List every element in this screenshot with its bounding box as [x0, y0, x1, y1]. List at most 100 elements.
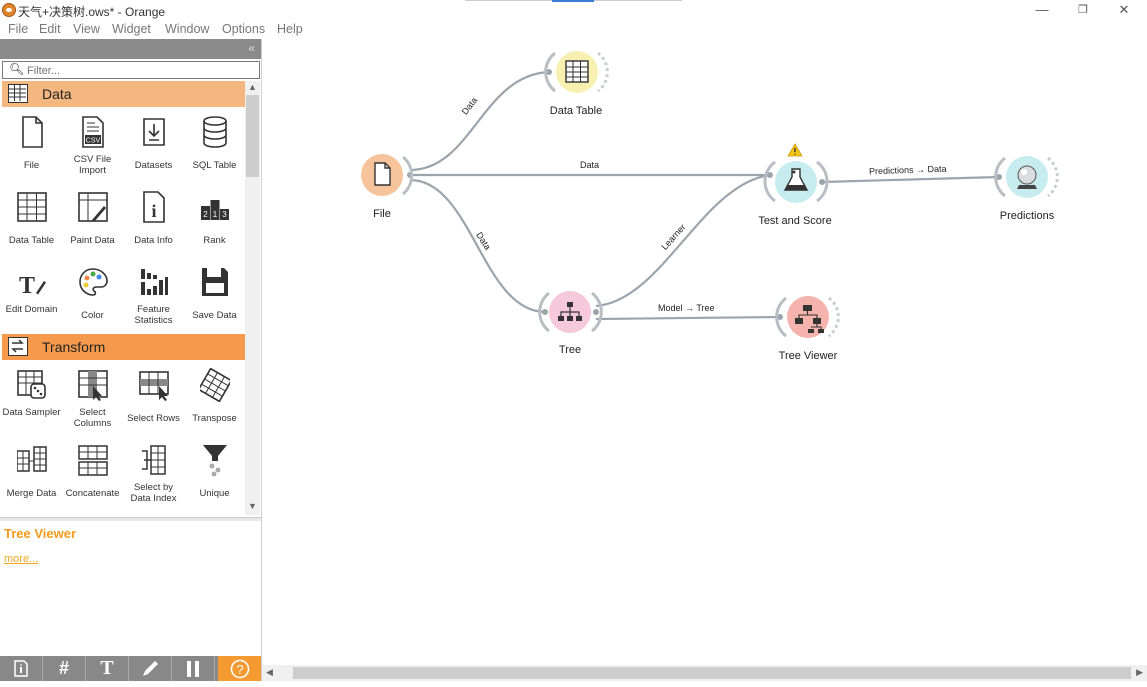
widget-label: Select by Data Index — [130, 482, 177, 504]
svg-text:3: 3 — [222, 210, 227, 219]
widget-sql-table[interactable]: SQL Table — [184, 109, 245, 184]
scroll-right-arrow-icon[interactable]: ▶ — [1136, 667, 1143, 677]
node-tree[interactable] — [538, 291, 603, 333]
table-icon — [8, 84, 28, 103]
toolbox-header: « — [0, 39, 261, 59]
scroll-left-arrow-icon[interactable]: ◀ — [266, 667, 273, 677]
text-icon: T — [100, 657, 114, 679]
node-test-and-score[interactable] — [763, 143, 829, 203]
widget-datasets[interactable]: Datasets — [123, 109, 184, 184]
help-button[interactable]: ? — [218, 656, 261, 681]
widget-merge-data[interactable]: Merge Data — [1, 437, 62, 512]
minimize-button[interactable]: — — [1035, 2, 1049, 17]
widget-label: Transpose — [192, 413, 237, 424]
widget-label: Data Info — [134, 235, 173, 246]
filter-input[interactable] — [27, 63, 247, 78]
widget-label: Concatenate — [65, 488, 120, 499]
widget-csv-file-import[interactable]: CSV CSV File Import — [62, 109, 123, 184]
widget-save-data[interactable]: Save Data — [184, 259, 245, 334]
category-data[interactable]: Data — [2, 81, 245, 107]
node-label-predictions[interactable]: Predictions — [999, 210, 1055, 222]
panel-divider[interactable] — [0, 517, 261, 521]
category-label: Transform — [42, 339, 106, 355]
select-rows-icon — [139, 371, 169, 401]
svg-text:2: 2 — [203, 210, 208, 219]
workflow-canvas[interactable]: Data Data Data Learner Predictions → Dat… — [262, 39, 1147, 665]
node-label-tree[interactable]: Tree — [558, 344, 582, 356]
widget-label: Paint Data — [70, 235, 115, 246]
save-icon — [202, 268, 228, 296]
widget-toolbox: « 🔍︎ Data File CSV CSV File Import Datas… — [0, 39, 262, 681]
search-icon: 🔍︎ — [9, 62, 25, 76]
menu-window[interactable]: Window — [165, 22, 210, 36]
widget-select-by-data-index[interactable]: Select by Data Index — [123, 437, 184, 512]
restore-button[interactable]: ❐ — [1078, 4, 1088, 16]
widget-transpose[interactable]: Transpose — [184, 362, 245, 437]
node-label-tree-viewer[interactable]: Tree Viewer — [778, 350, 838, 362]
pen-icon — [143, 661, 158, 676]
orange-app-icon — [2, 3, 16, 17]
scrollbar-thumb[interactable] — [246, 95, 259, 177]
node-data-table[interactable] — [544, 51, 609, 93]
palette-icon — [79, 268, 108, 296]
widget-file[interactable]: File — [1, 109, 62, 184]
widget-feature-statistics[interactable]: Feature Statistics — [123, 259, 184, 334]
widget-label: Rank — [203, 235, 226, 246]
pause-button[interactable] — [172, 656, 215, 681]
workflow-graph — [361, 51, 1059, 338]
widget-edit-domain[interactable]: T Edit Domain — [1, 259, 62, 334]
edge-label: Data — [580, 160, 600, 170]
select-by-index-icon — [142, 445, 166, 475]
edit-domain-icon: T — [19, 273, 46, 299]
menu-help[interactable]: Help — [277, 22, 303, 36]
widget-label: Merge Data — [6, 488, 57, 499]
node-predictions[interactable] — [994, 156, 1059, 198]
close-button[interactable]: ✕ — [1118, 2, 1130, 17]
paint-data-icon — [78, 192, 108, 222]
text-annotation-button[interactable]: T — [86, 656, 129, 681]
edge-test-score-predictions — [821, 175, 1000, 184]
widget-paint-data[interactable]: Paint Data — [62, 184, 123, 259]
arrow-annotation-button[interactable] — [129, 656, 172, 681]
edge-label: Model → Tree — [658, 303, 715, 313]
widget-label: Save Data — [192, 310, 237, 321]
menu-widget[interactable]: Widget — [112, 22, 151, 36]
widget-data-info[interactable]: i Data Info — [123, 184, 184, 259]
collapse-toolbox-button[interactable]: « — [248, 41, 255, 55]
widget-concatenate[interactable]: Concatenate — [62, 437, 123, 512]
widget-label: Unique — [199, 488, 230, 499]
widget-select-rows[interactable]: Select Rows — [123, 362, 184, 437]
bottom-toolbar: # T ? — [0, 656, 261, 681]
menu-file[interactable]: File — [8, 22, 29, 36]
toolbox-scrollbar[interactable]: ▲ ▼ — [245, 81, 260, 515]
node-label-test-and-score[interactable]: Test and Score — [758, 215, 832, 227]
edge-tree-tree-viewer — [595, 315, 781, 321]
menu-options[interactable]: Options — [222, 22, 266, 36]
widget-data-table[interactable]: Data Table — [1, 184, 62, 259]
info-button[interactable] — [0, 656, 43, 681]
widget-label: Datasets — [134, 160, 173, 171]
category-transform[interactable]: Transform — [2, 334, 245, 360]
node-label-data-table[interactable]: Data Table — [549, 105, 603, 117]
scrollbar-thumb[interactable] — [293, 667, 1131, 679]
menu-edit[interactable]: Edit — [39, 22, 61, 36]
scroll-down-arrow-icon[interactable]: ▼ — [248, 501, 257, 511]
active-tab-indicator — [552, 0, 594, 2]
widget-unique[interactable]: Unique — [184, 437, 245, 512]
concatenate-icon — [78, 445, 108, 476]
svg-text:1: 1 — [213, 210, 218, 219]
canvas-horizontal-scrollbar[interactable]: ◀ ▶ — [262, 665, 1147, 681]
node-label-file[interactable]: File — [373, 208, 391, 220]
widget-select-columns[interactable]: Select Columns — [62, 362, 123, 437]
widget-data-sampler[interactable]: Data Sampler — [1, 362, 62, 437]
node-tree-viewer[interactable] — [775, 296, 840, 338]
scroll-up-arrow-icon[interactable]: ▲ — [248, 82, 257, 92]
menu-view[interactable]: View — [73, 22, 100, 36]
edge-file-data-table — [409, 70, 550, 172]
more-link[interactable]: more... — [4, 553, 39, 565]
grid-button[interactable]: # — [43, 656, 86, 681]
widget-color[interactable]: Color — [62, 259, 123, 334]
node-file[interactable] — [361, 154, 414, 196]
